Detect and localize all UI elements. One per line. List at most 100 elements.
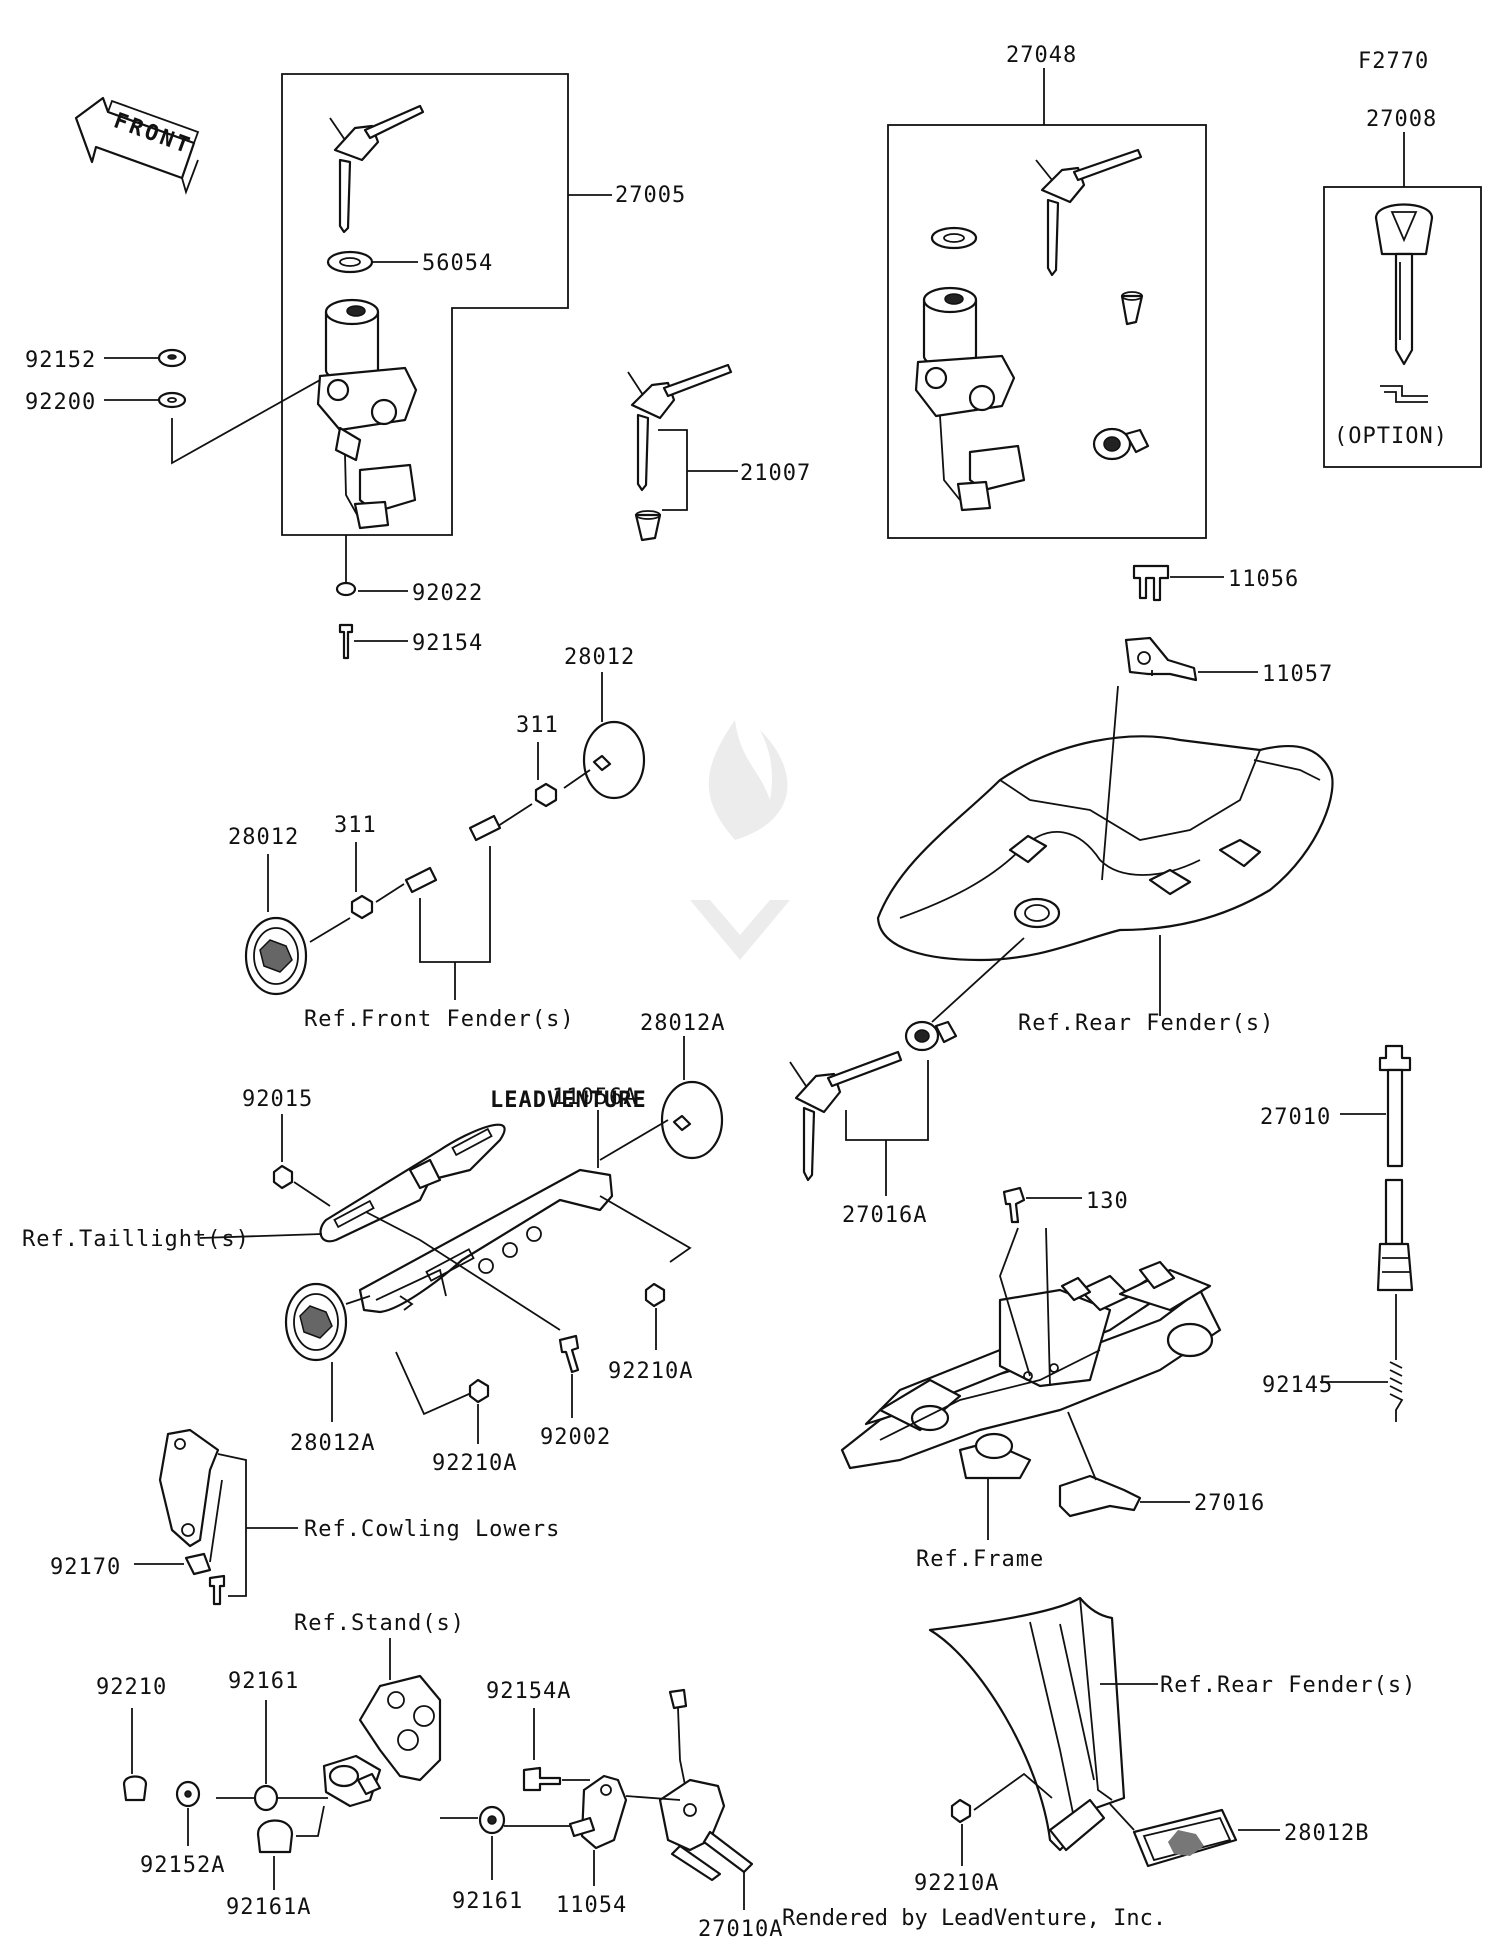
lock-set-box [887, 124, 1207, 539]
part-number-92210: 92210 [96, 1675, 167, 1700]
part-number-92152: 92152 [25, 348, 96, 373]
nut-92210A-right [950, 1798, 972, 1824]
option-box [1323, 186, 1482, 468]
spring-92145 [1389, 1346, 1404, 1422]
part-number-21007: 21007 [740, 461, 811, 486]
watermark: LEADVENTURE [490, 720, 790, 1113]
part-number-28012A-top: 28012A [640, 1011, 725, 1036]
front-arrow-icon: FRONT [74, 96, 200, 195]
frame [840, 1260, 1222, 1480]
reflector-28012A-low [284, 1282, 348, 1362]
part-number-28012-left: 28012 [228, 825, 299, 850]
part-number-92161A: 92161A [226, 1895, 311, 1920]
leader [199, 1233, 323, 1239]
leader [1101, 685, 1119, 881]
stud-right [468, 814, 502, 842]
bolt-130 [1002, 1186, 1026, 1224]
leader [845, 1060, 929, 1141]
part-number-92170: 92170 [50, 1555, 121, 1580]
leader [599, 1195, 692, 1263]
ref-cowling-lowers: Ref.Cowling Lowers [304, 1517, 560, 1542]
part-number-311-top: 311 [516, 713, 559, 738]
part-number-28012-top: 28012 [564, 645, 635, 670]
switch-27010 [1376, 1044, 1414, 1292]
lock-set-27048 [914, 148, 1150, 512]
stud-left [404, 866, 438, 894]
leader [973, 1772, 1053, 1811]
ref-taillight: Ref.Taillight(s) [22, 1227, 250, 1252]
bolt-92002 [558, 1334, 580, 1374]
leader [497, 803, 533, 827]
nut-92210A-low [468, 1378, 490, 1404]
part-number-92161-low: 92161 [452, 1889, 523, 1914]
washer-92022 [335, 581, 357, 597]
ref-front-fender: Ref.Front Fender(s) [304, 1007, 575, 1032]
part-number-92200: 92200 [25, 390, 96, 415]
footer-credit: Rendered by LeadVenture, Inc. [782, 1906, 1167, 1931]
leader [419, 846, 491, 963]
leader [658, 429, 688, 511]
part-number-28012B: 28012B [1284, 1821, 1369, 1846]
key-set-21007 [627, 363, 733, 542]
leader [296, 1805, 325, 1837]
leader [999, 1227, 1031, 1377]
part-number-27016A: 27016A [842, 1203, 927, 1228]
bracket-27016 [1058, 1474, 1142, 1518]
leader [309, 917, 351, 943]
part-number-27008: 27008 [1366, 107, 1437, 132]
taillight-bracket [319, 1123, 506, 1243]
part-number-28012A-low: 28012A [290, 1431, 375, 1456]
part-number-11054: 11054 [556, 1893, 627, 1918]
part-number-27010A: 27010A [698, 1917, 783, 1938]
nut-92210A-mid [644, 1282, 666, 1308]
part-number-92210A-right: 92210A [914, 1871, 999, 1896]
ref-stand: Ref.Stand(s) [294, 1611, 465, 1636]
part-number-130: 130 [1086, 1189, 1129, 1214]
leader [217, 1453, 247, 1597]
key-lock-27016A [789, 1020, 958, 1182]
part-number-11056: 11056 [1228, 567, 1299, 592]
clip-11056 [1132, 564, 1170, 602]
nut-311-left [350, 894, 374, 920]
part-number-92002: 92002 [540, 1425, 611, 1450]
ref-rear-fender-low: Ref.Rear Fender(s) [1160, 1673, 1416, 1698]
leader [931, 937, 1025, 1023]
part-number-92161-top: 92161 [228, 1669, 299, 1694]
part-number-27048: 27048 [1006, 43, 1077, 68]
reflector-28012-right [582, 720, 646, 800]
part-number-27010: 27010 [1260, 1105, 1331, 1130]
ignition-switch-set [281, 73, 569, 536]
bolt-92154A [522, 1766, 562, 1792]
leader [209, 1479, 223, 1563]
grommet-92161-top [253, 1784, 279, 1812]
leader [599, 1119, 669, 1161]
part-number-92210A-low: 92210A [432, 1451, 517, 1476]
ref-frame: Ref.Frame [916, 1547, 1044, 1572]
option-key-27008 [1374, 203, 1434, 403]
switch-27010A [658, 1688, 754, 1882]
reflector-28012-left [244, 916, 308, 996]
cowling-bracket [158, 1428, 220, 1548]
option-label: (OPTION) [1334, 424, 1448, 449]
grommet-92170 [184, 1552, 212, 1576]
part-number-92022: 92022 [412, 581, 483, 606]
leader [365, 1211, 561, 1331]
leader [345, 1295, 371, 1305]
nut-311-top [534, 782, 558, 808]
part-number-92210A-mid: 92210A [608, 1359, 693, 1384]
part-number-92152A: 92152A [140, 1853, 225, 1878]
leader [395, 1351, 479, 1416]
rear-fender-lower [928, 1596, 1126, 1852]
nut-92015 [272, 1164, 294, 1190]
part-number-11057: 11057 [1262, 662, 1333, 687]
bracket-11057 [1124, 636, 1198, 682]
leader [1109, 1803, 1135, 1831]
cap-92161A [256, 1819, 294, 1854]
reflector-28012B [1132, 1808, 1238, 1868]
stand-bracket [322, 1674, 442, 1808]
part-number-92154A: 92154A [486, 1679, 571, 1704]
part-number-27005: 27005 [615, 183, 686, 208]
leader [171, 379, 321, 465]
part-number-92154: 92154 [412, 631, 483, 656]
